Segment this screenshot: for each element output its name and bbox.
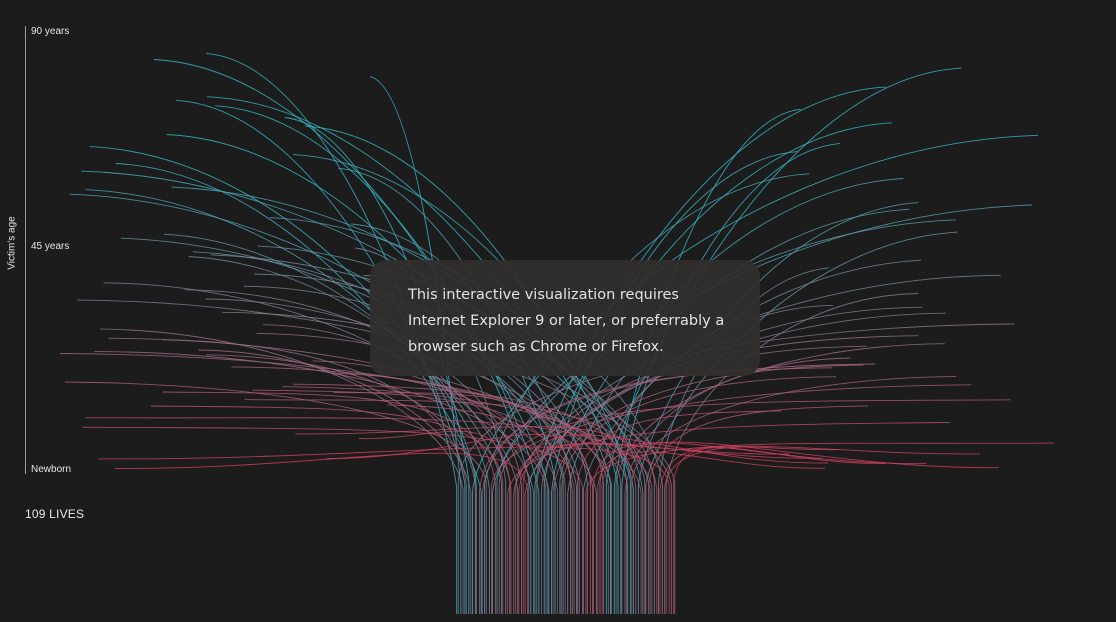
life-arc xyxy=(98,446,670,485)
life-arc xyxy=(524,306,923,494)
life-arc xyxy=(518,442,822,492)
life-arc xyxy=(597,451,826,486)
y-tick-90-years: 90 years xyxy=(31,26,70,37)
life-arc xyxy=(81,426,583,488)
life-arc xyxy=(115,452,528,490)
life-arc xyxy=(94,350,547,490)
browser-notice: This interactive visualization requires … xyxy=(370,260,760,376)
life-arc xyxy=(64,381,487,483)
life-arc xyxy=(100,328,464,490)
life-arc xyxy=(244,399,646,483)
life-arc xyxy=(528,312,946,487)
life-arc xyxy=(150,405,504,483)
y-tick-newborn: Newborn xyxy=(31,464,72,475)
life-arc xyxy=(263,324,535,493)
life-arc xyxy=(491,384,972,485)
life-arc xyxy=(601,441,999,486)
life-arc xyxy=(592,442,927,485)
life-arc xyxy=(292,383,637,487)
life-arc xyxy=(387,404,575,489)
lives-count: 109 LIVES xyxy=(25,507,85,521)
life-arc xyxy=(198,349,472,493)
life-arc xyxy=(672,447,886,482)
life-arc xyxy=(560,376,837,488)
life-arc xyxy=(256,332,609,486)
y-tick-45-years: 45 years xyxy=(31,241,70,252)
life-arc xyxy=(333,391,571,481)
y-axis-title: Victim's age xyxy=(6,216,18,270)
life-arc xyxy=(59,353,622,481)
life-arc xyxy=(108,337,612,485)
life-arc xyxy=(624,357,851,492)
life-arc xyxy=(282,386,642,493)
life-arc xyxy=(647,405,869,487)
life-arc xyxy=(163,339,467,485)
life-arc xyxy=(507,422,950,494)
life-arc xyxy=(326,433,591,482)
life-arc xyxy=(85,417,653,489)
life-arc xyxy=(522,434,829,484)
life-arc xyxy=(664,446,980,488)
life-arc xyxy=(659,445,840,489)
life-arc xyxy=(498,399,1011,485)
y-axis-line xyxy=(25,26,26,474)
life-arc xyxy=(359,430,512,490)
life-arc xyxy=(231,366,629,487)
life-arc xyxy=(252,389,566,485)
life-arc xyxy=(631,375,957,481)
life-arc xyxy=(295,426,658,490)
life-arc xyxy=(162,391,496,485)
life-arc xyxy=(541,345,868,488)
life-arc xyxy=(515,443,790,484)
